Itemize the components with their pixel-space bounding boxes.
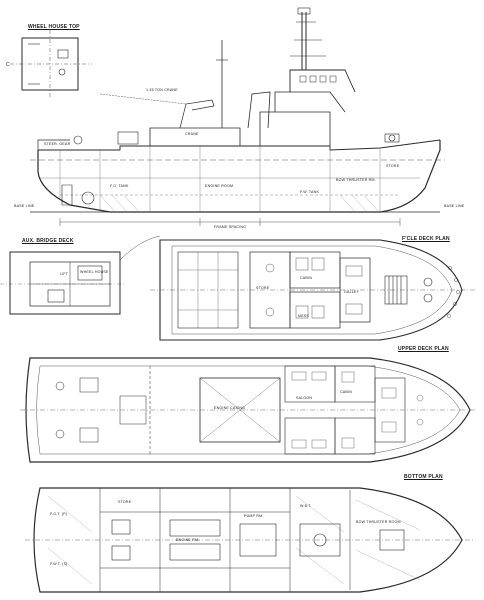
engine-rm-label: ENGINE RM.: [176, 538, 200, 542]
saloon-label: SALOON: [296, 396, 313, 400]
crane: [179, 99, 215, 129]
title-bottom-plan: BOTTOM PLAN: [404, 474, 443, 480]
base-line-right-label: BASE LINE: [444, 204, 465, 208]
lift-label: LIFT: [60, 272, 69, 276]
title-aux-bridge-deck: AUX. BRIDGE DECK: [22, 238, 74, 244]
ballast-tank-label: W.B.T.: [300, 504, 312, 508]
title-fcle-deck-plan: F'CLE DECK PLAN: [402, 236, 450, 242]
engine-room-label: ENGINE ROOM: [205, 184, 234, 188]
tow-crane-label: 1.35 TON CRANE: [146, 88, 178, 92]
bow-thruster-room-label: BOW THRUSTER ROOM: [356, 520, 401, 524]
funnel: [247, 91, 271, 129]
hull-outline: [37, 140, 441, 213]
fcle-store-label: STORE: [256, 286, 270, 290]
engine-casing-label: ENGINE CASING: [214, 406, 246, 410]
fo-tank-label: F.O. TANK: [110, 184, 129, 188]
mess-label: MESS: [298, 314, 309, 318]
bow-thruster-label: BOW THRUSTER RM.: [336, 178, 376, 182]
fw-tank-label: F.W. TANK: [300, 190, 320, 194]
title-upper-deck-plan: UPPER DECK PLAN: [398, 346, 449, 352]
galley-label: GALLEY: [344, 290, 360, 294]
wheel-house-top-plan: C: [6, 30, 92, 98]
fcle-cabin-label: CABIN: [300, 276, 312, 280]
aux-bridge-deck-plan: [0, 235, 161, 315]
base-line-left-label: BASE LINE: [14, 204, 35, 208]
upper-cabin-label: CABIN: [340, 390, 352, 394]
fw-tank-plan-label: F.W.T. (S): [50, 562, 68, 566]
wheel-house-label: WHEEL HOUSE: [80, 270, 109, 274]
title-wheel-house-top: WHEEL HOUSE TOP: [28, 24, 80, 30]
bottom-plan: [25, 487, 475, 593]
crane-label: CRANE: [185, 132, 199, 136]
fo-tank-plan-label: F.O.T. (P): [50, 512, 68, 516]
ship-profile-view: [30, 7, 445, 226]
fcle-deck-plan: [150, 239, 475, 341]
pump-room-label: PUMP RM.: [244, 514, 264, 518]
upper-deck-plan: [20, 357, 475, 463]
profile-store-label: STORE: [386, 164, 400, 168]
frame-spacing-label: FRAME SPACING: [214, 225, 247, 229]
steering-gear-label: STEER. GEAR: [44, 142, 71, 146]
bottom-store-label: STORE: [118, 500, 132, 504]
svg-text:C: C: [6, 62, 10, 68]
